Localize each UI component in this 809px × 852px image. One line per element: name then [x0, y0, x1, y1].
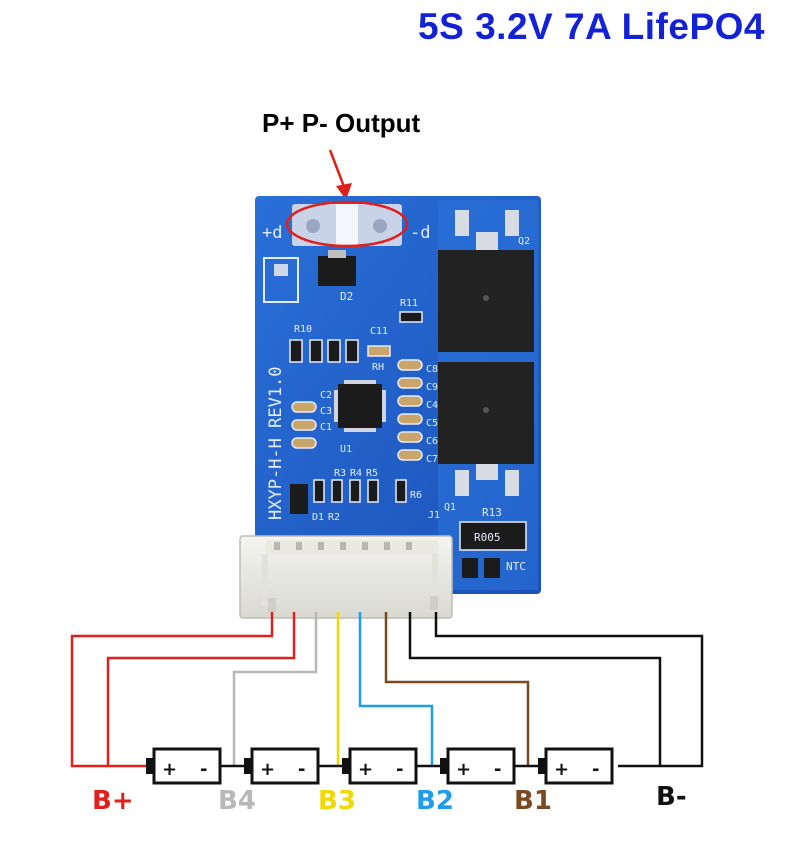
pad-label-minus: -d	[410, 223, 430, 243]
silk-c11: C11	[370, 326, 388, 337]
shunt-r13: R005	[459, 521, 527, 551]
ntc-sensor	[462, 558, 500, 578]
terminal-label-b-minus: B-	[656, 782, 687, 812]
cell-2-plus: +	[260, 759, 275, 780]
silk-c9: C9	[426, 382, 438, 393]
silk-rh: RH	[372, 362, 384, 373]
silk-q1: Q1	[444, 502, 456, 513]
resistor-row-top	[289, 311, 423, 363]
silk-u1: U1	[340, 444, 352, 455]
silk-r6: R6	[410, 490, 422, 501]
silk-c5: C5	[426, 418, 438, 429]
wire-b1	[384, 612, 530, 766]
wire-b2	[358, 612, 434, 766]
silk-d2: D2	[340, 290, 353, 303]
silk-c1: C1	[320, 422, 332, 433]
silk-r13: R13	[482, 506, 502, 519]
silk-r2: R2	[328, 512, 340, 523]
ic-u1	[334, 380, 386, 432]
cell-4-minus: -	[494, 759, 501, 780]
silk-r5: R5	[366, 468, 378, 479]
cell-4-plus: +	[456, 759, 471, 780]
cell-3-minus: -	[396, 759, 403, 780]
terminal-label-b-plus: B+	[92, 786, 134, 816]
output-callout-label: P+ P- Output	[262, 108, 421, 138]
wire-b-minus-outer	[434, 612, 704, 768]
board-revision-label: HXYP-H-H REV1.0	[266, 366, 286, 520]
output-pads	[285, 200, 409, 248]
diode-d2	[318, 256, 356, 286]
cell-5-minus: -	[592, 759, 599, 780]
bms-board: +d -d D2	[255, 196, 541, 594]
silk-c2: C2	[320, 390, 332, 401]
wire-b-minus-inner	[408, 612, 662, 766]
cell-3: + -	[342, 747, 418, 785]
balance-wires	[70, 612, 704, 768]
silk-q2: Q2	[518, 236, 530, 247]
silk-j1: J1	[428, 510, 440, 521]
silk-c7: C7	[426, 454, 438, 465]
silk-d1: D1	[312, 512, 324, 523]
silk-r3: R3	[334, 468, 346, 479]
resistor-row-bottom	[290, 479, 407, 514]
silk-r11: R11	[400, 298, 418, 309]
silk-r4: R4	[350, 468, 362, 479]
cell-5: + -	[538, 747, 614, 785]
silk-r005: R005	[474, 531, 501, 544]
terminal-label-b2: B2	[416, 786, 454, 816]
pad-label-plus: +d	[262, 223, 282, 243]
cell-4: + -	[440, 747, 516, 785]
cell-2-minus: -	[298, 759, 305, 780]
wire-b-plus-outer	[70, 612, 274, 768]
terminal-label-b1: B1	[514, 786, 552, 816]
capacitor-column	[291, 359, 423, 461]
cell-1-plus: +	[162, 759, 177, 780]
balance-connector	[239, 535, 453, 619]
silk-c4: C4	[426, 400, 438, 411]
page-title: 5S 3.2V 7A LifePO4	[418, 6, 765, 47]
terminal-label-b4: B4	[218, 786, 256, 816]
cell-5-plus: +	[554, 759, 569, 780]
terminal-label-b3: B3	[318, 786, 356, 816]
silk-c8: C8	[426, 364, 438, 375]
callout-arrow	[328, 149, 352, 200]
mosfet-q2	[438, 210, 534, 352]
cell-1-minus: -	[200, 759, 207, 780]
silk-c6: C6	[426, 436, 438, 447]
cell-2: + -	[244, 747, 320, 785]
mosfet-q1	[438, 362, 534, 496]
wire-b4	[232, 612, 318, 766]
cell-1: + -	[146, 747, 222, 785]
cell-3-plus: +	[358, 759, 373, 780]
wire-b-plus-inner	[106, 612, 296, 766]
silk-r10: R10	[294, 324, 312, 335]
silk-ntc: NTC	[506, 560, 526, 573]
silk-c3: C3	[320, 406, 332, 417]
